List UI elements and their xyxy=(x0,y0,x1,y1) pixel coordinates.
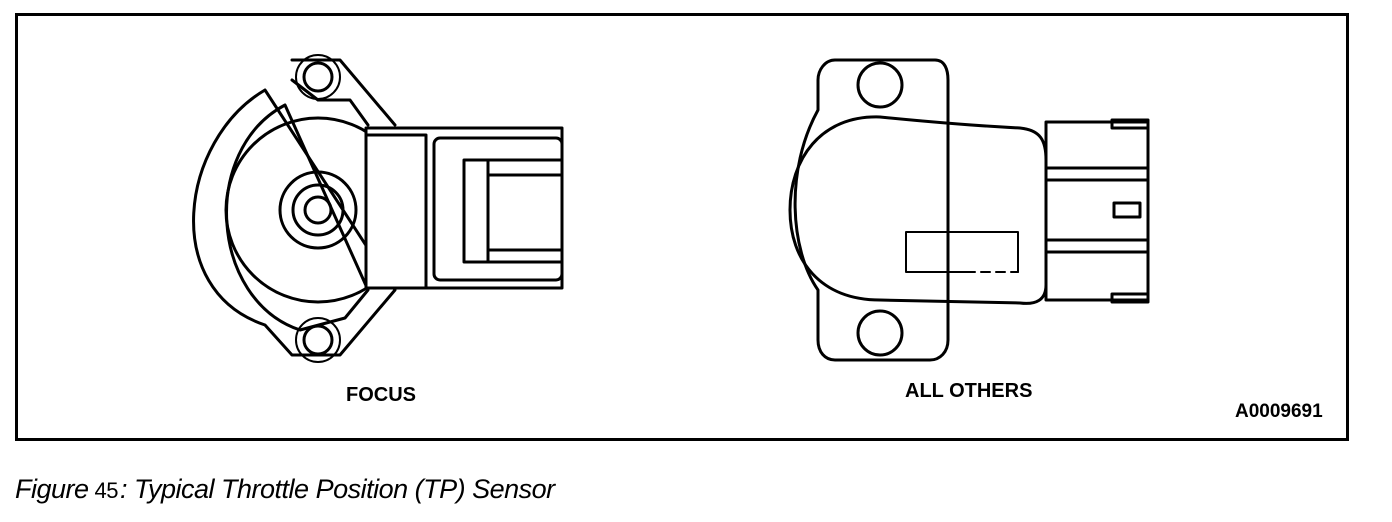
focus-shaft xyxy=(303,195,333,225)
all-others-label: ALL OTHERS xyxy=(905,380,1033,402)
caption-number: 45 xyxy=(94,478,119,503)
focus-shaft-outer-ring xyxy=(278,170,358,250)
figure-frame xyxy=(15,13,1349,441)
focus-flange-outline xyxy=(192,58,397,357)
others-label-plate xyxy=(905,231,1019,273)
focus-label: FOCUS xyxy=(346,384,416,406)
others-upper-mount-hole xyxy=(856,61,904,109)
focus-shaft-middle-ring xyxy=(291,183,345,237)
others-connector xyxy=(1044,120,1150,302)
caption-text: : Typical Throttle Position (TP) Sensor xyxy=(120,474,555,504)
others-connector-bottom-latch xyxy=(1110,292,1150,304)
others-lower-mount-hole xyxy=(856,309,904,357)
focus-flange-inner xyxy=(225,78,370,332)
others-sensor-body xyxy=(788,115,1048,305)
focus-connector-socket xyxy=(462,158,564,264)
others-connector-top-latch xyxy=(1110,118,1150,130)
figure-code: A0009691 xyxy=(1235,401,1323,422)
others-connector-key xyxy=(1112,201,1142,219)
all-others-sensor-drawing xyxy=(788,58,1150,362)
caption-prefix: Figure xyxy=(15,474,89,504)
focus-upper-mount-hole xyxy=(302,61,334,93)
others-housing-outline xyxy=(793,58,950,362)
focus-sensor-drawing xyxy=(192,54,564,363)
focus-lower-mount-hole xyxy=(302,324,334,356)
